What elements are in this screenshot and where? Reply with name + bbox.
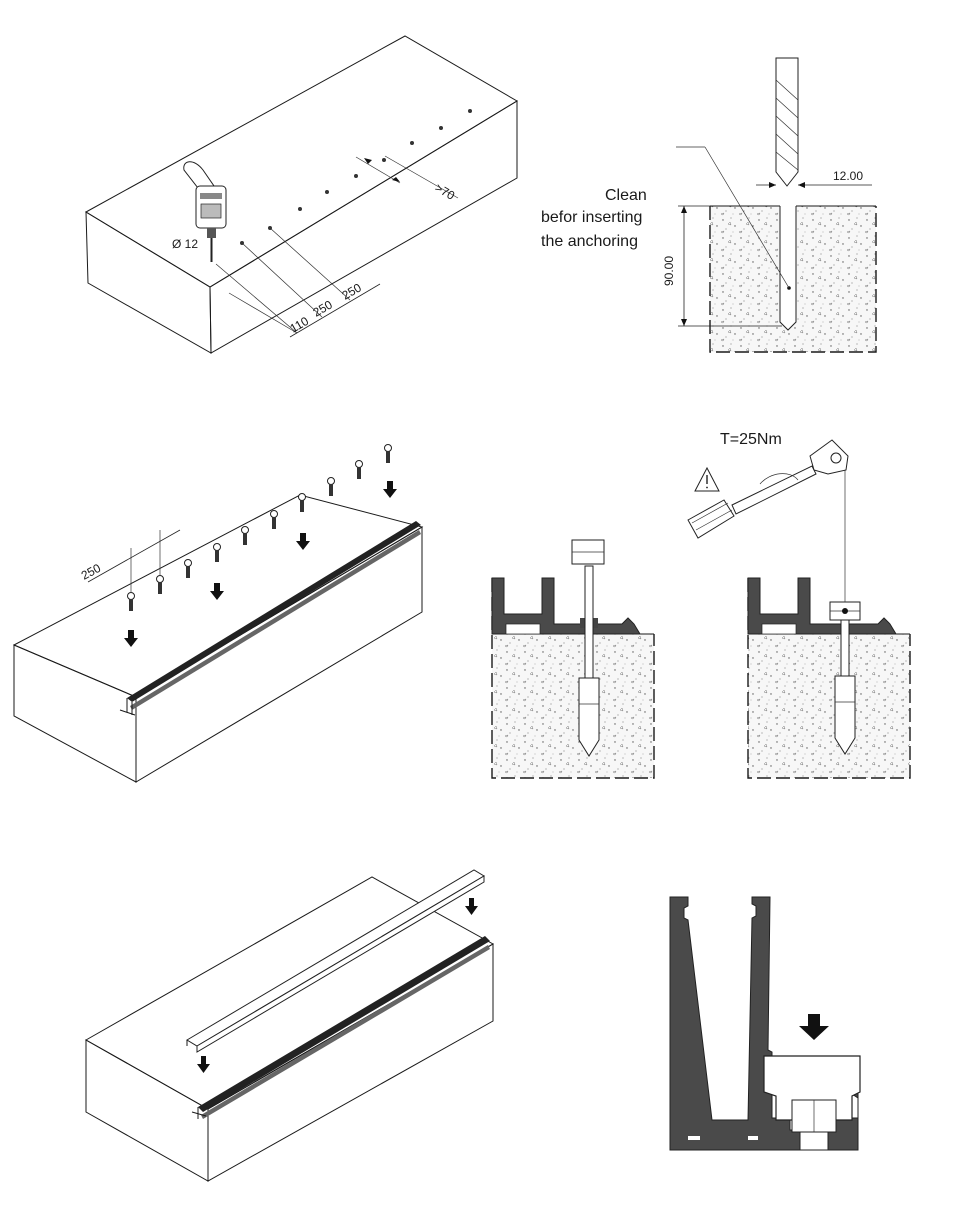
drill-holes (240, 109, 472, 245)
anchor-bolt (270, 510, 278, 529)
torque-wrench-icon (687, 439, 849, 539)
step1-hole-section: 12.00 90.00 Clean befor inserting the an… (541, 57, 877, 353)
drill-bit-icon (775, 57, 799, 187)
base-rail-profile-2 (191, 936, 490, 1119)
base-rail-profile (119, 521, 421, 716)
concrete-block-2 (12, 494, 424, 783)
step2-anchor-placement-view: 250 (12, 444, 424, 783)
drill-diameter-label: Ø 12 (172, 237, 198, 251)
cover-strip (186, 869, 485, 1053)
anchor-bolt (298, 493, 306, 512)
profile-cross-section (669, 896, 861, 1151)
torque-label: T=25Nm (720, 431, 782, 448)
insertion-arrows (124, 481, 397, 647)
concrete-block (85, 35, 518, 354)
down-arrow-icon (465, 898, 478, 915)
hole-diameter-dimension: 12.00 (833, 169, 863, 183)
anchor-bolt (384, 444, 392, 463)
spacing-label-250-b: 250 (340, 280, 365, 302)
clean-note-line-3: the anchoring (541, 233, 638, 250)
anchor-bolt (184, 559, 192, 578)
spacing-extension-lines (215, 155, 459, 338)
concrete-block-3 (84, 876, 495, 1182)
down-arrow-icon (296, 533, 310, 550)
edge-distance-label: >70 (433, 180, 458, 202)
anchor-bolt (355, 460, 363, 479)
down-arrow-icon (210, 583, 224, 600)
step4-cover-profile-view (84, 869, 495, 1182)
anchor-bolt (127, 592, 135, 611)
torque-tightening-section: T=25Nm (687, 431, 911, 779)
step1-drilling-view: 110 250 250 >70 Ø 12 (85, 35, 518, 354)
spacing-label-110: 110 (288, 314, 312, 336)
hole-depth-dimension: 90.00 (662, 256, 676, 286)
spacing-labels: 110 250 250 >70 (288, 180, 458, 335)
anchor-bolt (156, 575, 164, 594)
anchor-bolts (127, 444, 392, 611)
anchor-bolt (241, 526, 249, 545)
anchor-spacing-label: 250 (79, 561, 104, 583)
down-arrow-icon (124, 630, 138, 647)
anchor-inserted-section (491, 539, 655, 779)
down-arrow-icon (383, 481, 397, 498)
anchor-bolt (327, 477, 335, 496)
down-arrow-icon (799, 1014, 829, 1040)
clean-note-line-2: befor inserting (541, 209, 642, 226)
clean-note-line-1: Clean (605, 187, 647, 204)
spacing-label-250-a: 250 (311, 297, 336, 319)
down-arrow-icon (197, 1056, 210, 1073)
hand-drill-icon (183, 161, 227, 262)
warning-triangle-icon (694, 466, 720, 492)
anchor-bolt (213, 543, 221, 562)
